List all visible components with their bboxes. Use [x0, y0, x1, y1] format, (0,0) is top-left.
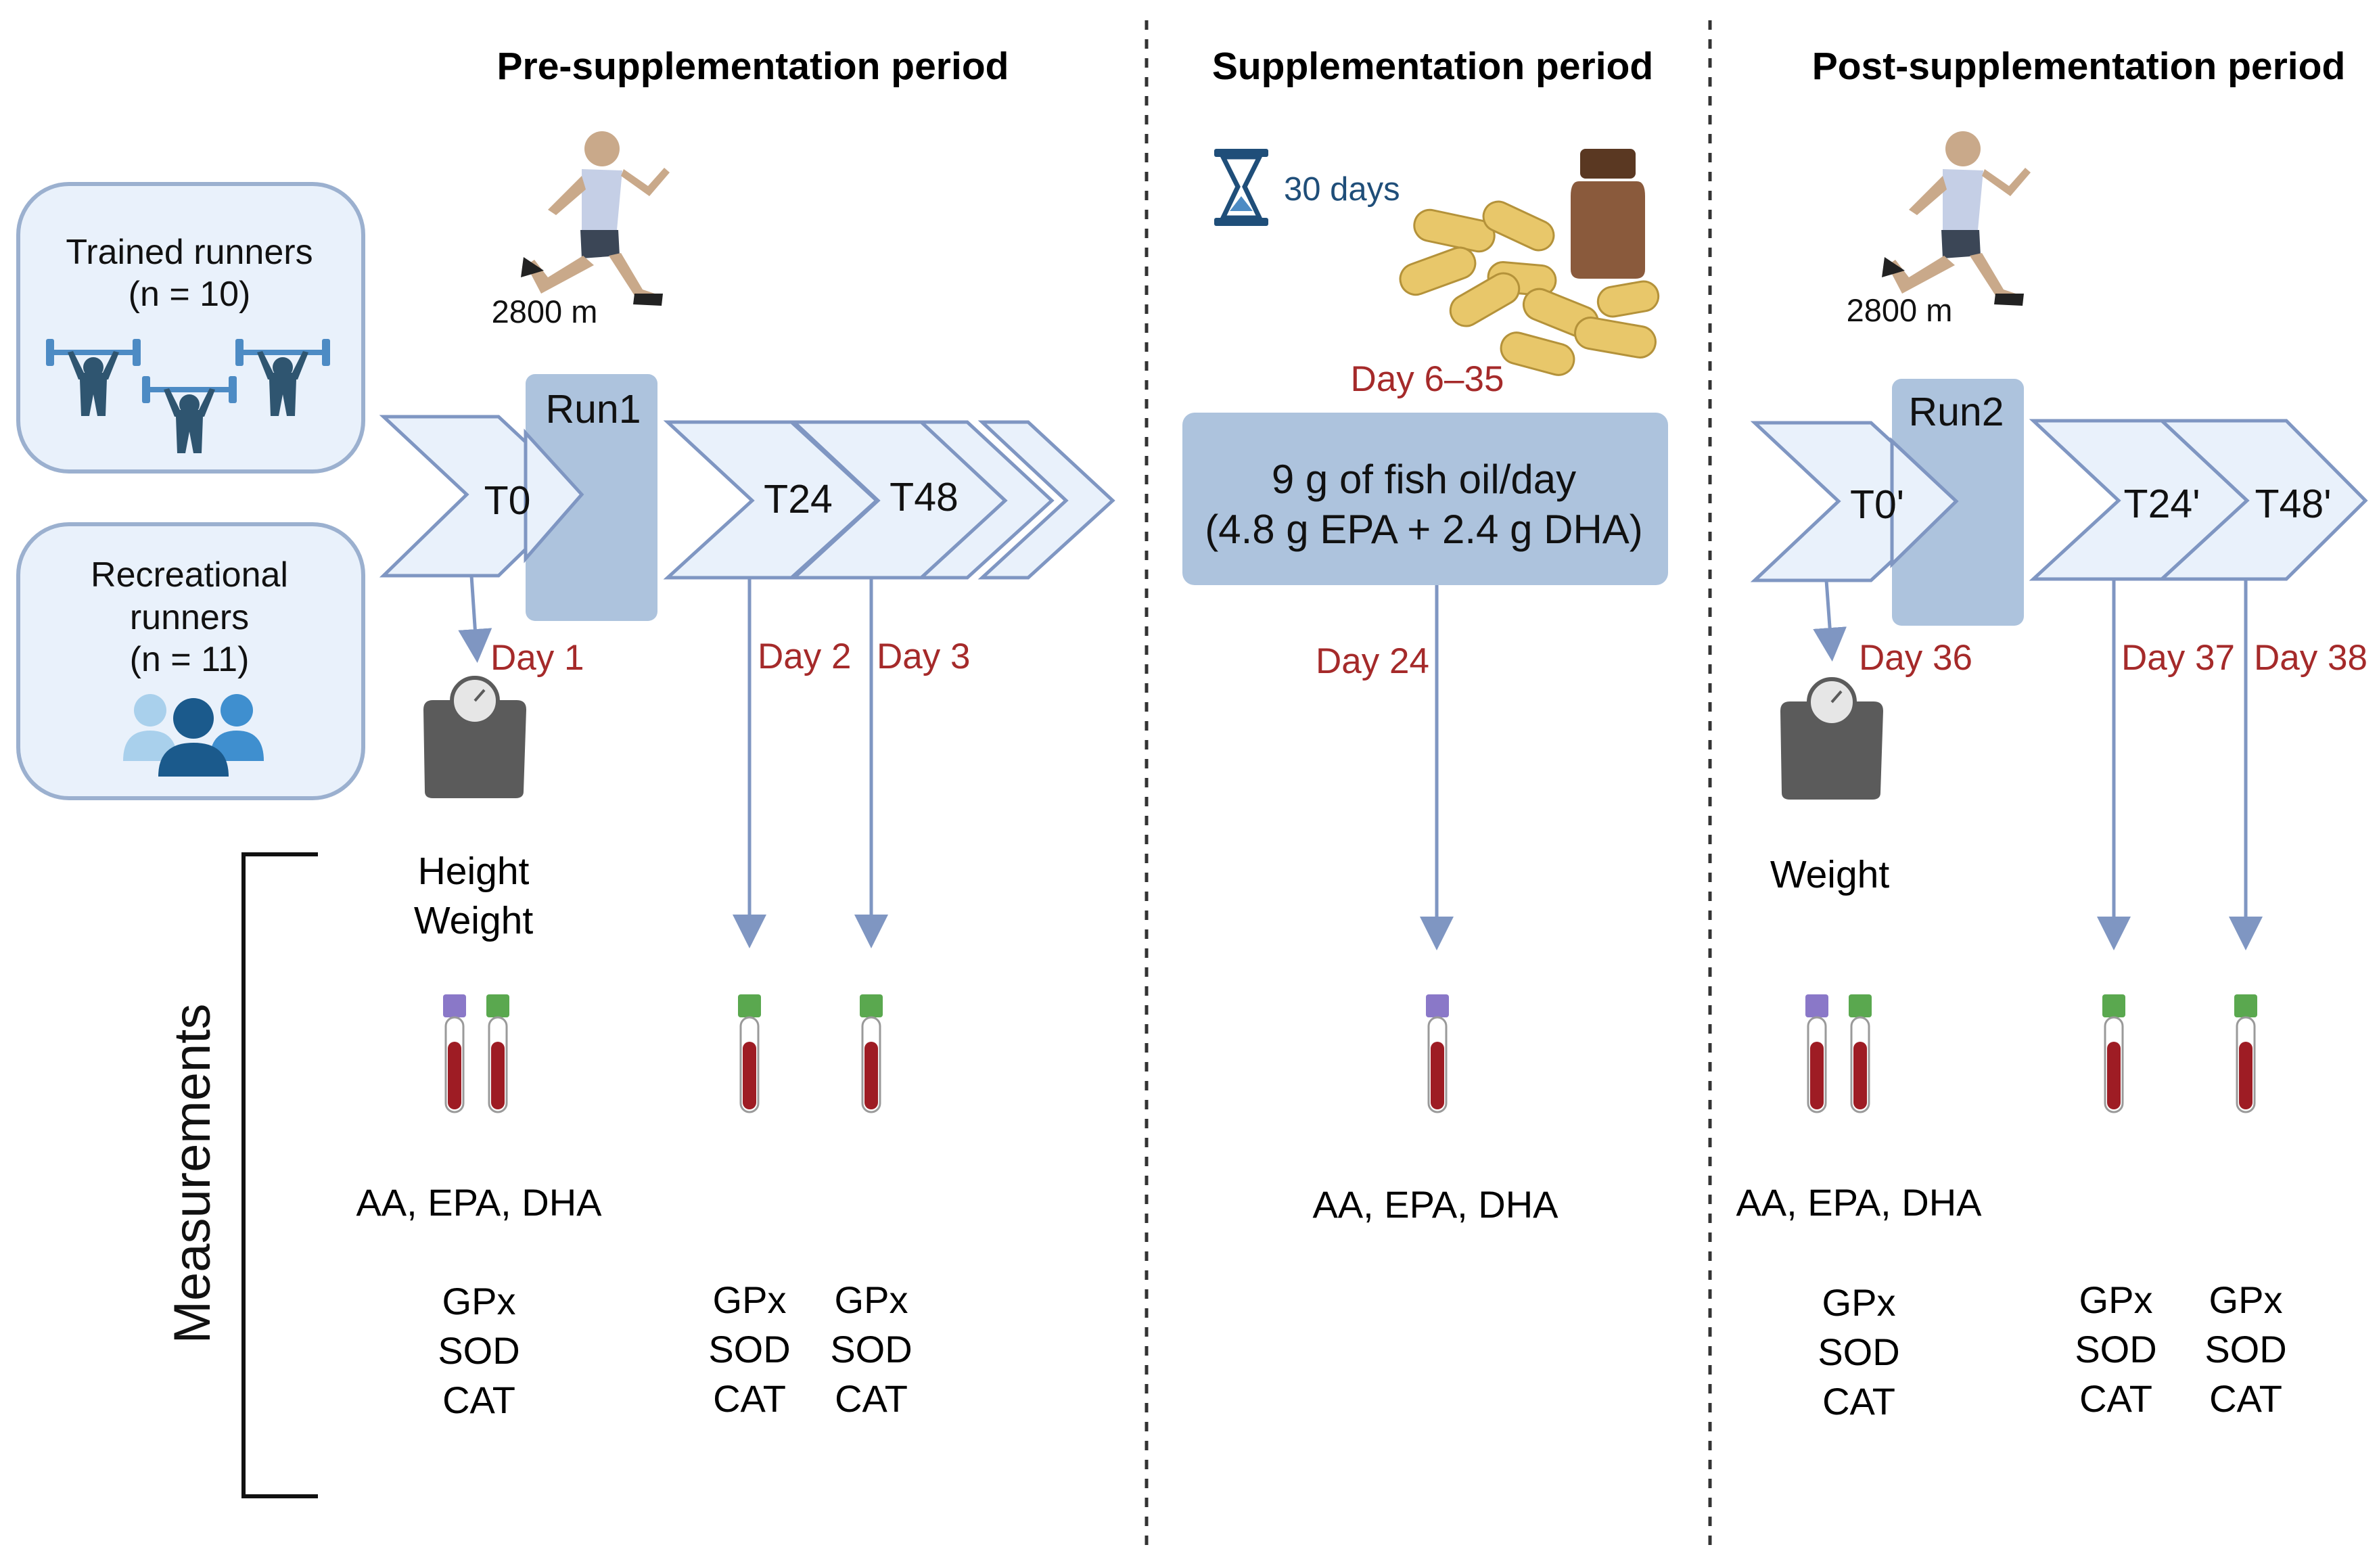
- group-trained-count: (n = 10): [129, 275, 251, 314]
- period-heading-post: Post-supplementation period: [1812, 45, 2346, 88]
- ox-gpx-t0: GPx: [442, 1280, 516, 1322]
- runner-icon-pre: [521, 131, 670, 306]
- timepoint-t0: T0: [484, 478, 531, 523]
- ox-gpx-t0-post: GPx: [1822, 1281, 1896, 1324]
- ox-sod-t48-post: SOD: [2204, 1328, 2286, 1370]
- run2-box: [1892, 379, 2024, 626]
- group-trained-label: Trained runners: [66, 233, 313, 272]
- fatty-acids-supp: AA, EPA, DHA: [1312, 1183, 1558, 1226]
- chevron-t0-tip: [524, 428, 584, 563]
- ox-cat-t48-post: CAT: [2209, 1377, 2282, 1420]
- blood-tube-purple-cap-icon: [1805, 994, 1828, 1113]
- blood-tube-green-cap-icon: [2102, 994, 2125, 1113]
- arrow-day36: [1813, 580, 1847, 662]
- hourglass-icon: [1214, 149, 1268, 226]
- group-recreational-label-2: runners: [130, 598, 249, 637]
- ox-sod-t24-post: SOD: [2075, 1328, 2156, 1370]
- period-heading-pre: Pre-supplementation period: [497, 45, 1009, 88]
- distance-label-post: 2800 m: [1847, 292, 1953, 328]
- distance-label-pre: 2800 m: [492, 294, 598, 329]
- timepoint-t48-post: T48': [2255, 482, 2332, 526]
- blood-tube-green-cap-icon: [738, 994, 761, 1113]
- day-label-2: Day 2: [758, 637, 851, 676]
- day-label-3: Day 3: [877, 637, 970, 676]
- ox-gpx-t48-post: GPx: [2209, 1278, 2283, 1321]
- blood-tube-green-cap-icon: [1849, 994, 1872, 1113]
- timepoint-t0-post: T0': [1850, 482, 1904, 527]
- ox-gpx-t48: GPx: [835, 1278, 908, 1321]
- weight-scale-icon-pre: [423, 676, 526, 798]
- ox-sod-t0-post: SOD: [1818, 1331, 1899, 1373]
- chevron-trail-2: [977, 420, 1115, 580]
- duration-label: 30 days: [1284, 171, 1400, 208]
- day-label-36: Day 36: [1859, 638, 1972, 678]
- run1-label: Run1: [545, 387, 641, 432]
- fish-oil-capsules-icon: [1399, 200, 1660, 376]
- measure-weight-pre: Weight: [414, 899, 534, 942]
- timepoint-t24-post: T24': [2124, 482, 2200, 526]
- measurements-bracket: [241, 852, 318, 1498]
- chevron-t48-post: [2157, 419, 2368, 581]
- fatty-acids-pre: AA, EPA, DHA: [356, 1181, 602, 1224]
- ox-gpx-t24: GPx: [713, 1278, 787, 1321]
- measure-height: Height: [418, 850, 530, 893]
- blood-tubes: [443, 994, 2257, 1113]
- blood-tube-green-cap-icon: [860, 994, 883, 1113]
- run2-label: Run2: [1908, 390, 2004, 434]
- blood-tube-purple-cap-icon: [1426, 994, 1449, 1113]
- dose-line-2: (4.8 g EPA + 2.4 g DHA): [1205, 507, 1643, 552]
- chevron-trail-1: [917, 420, 1055, 580]
- day-label-24: Day 24: [1316, 641, 1429, 681]
- people-group-icon: [123, 694, 264, 777]
- run1-box: [526, 374, 657, 621]
- measure-weight-post: Weight: [1770, 853, 1890, 896]
- timepoint-t48: T48: [890, 475, 958, 520]
- blood-tube-purple-cap-icon: [443, 994, 466, 1113]
- runner-icon-post: [1882, 131, 2031, 306]
- supplementation-days: Day 6–35: [1351, 359, 1504, 399]
- ox-sod-t24: SOD: [708, 1328, 790, 1370]
- ox-cat-t48: CAT: [835, 1377, 908, 1420]
- group-box-recreational: [16, 522, 365, 800]
- blood-tube-green-cap-icon: [2234, 994, 2257, 1113]
- fatty-acids-post: AA, EPA, DHA: [1736, 1181, 1982, 1224]
- ox-cat-t24: CAT: [713, 1377, 786, 1420]
- dose-box: [1182, 413, 1668, 585]
- ox-cat-t0-post: CAT: [1822, 1380, 1895, 1423]
- ox-sod-t0: SOD: [438, 1329, 519, 1372]
- weight-scale-icon-post: [1780, 677, 1883, 800]
- timepoint-t24: T24: [764, 477, 833, 522]
- group-recreational-count: (n = 11): [130, 640, 250, 679]
- day-label-38: Day 38: [2254, 638, 2368, 678]
- arrow-day1: [458, 575, 492, 663]
- ox-sod-t48: SOD: [830, 1328, 912, 1370]
- ox-cat-t0: CAT: [442, 1379, 515, 1421]
- group-recreational-label: Recreational: [91, 555, 288, 595]
- day-label-37: Day 37: [2121, 638, 2235, 678]
- supplement-bottle-icon: [1571, 149, 1645, 279]
- weightlifter-icon: [46, 339, 330, 453]
- day-label-1: Day 1: [490, 638, 584, 678]
- chevron-t0-post-tip: [1890, 437, 1959, 568]
- period-heading-supp: Supplementation period: [1212, 45, 1653, 88]
- ox-gpx-t24-post: GPx: [2079, 1278, 2153, 1321]
- blood-tube-green-cap-icon: [486, 994, 509, 1113]
- chevron-t24: [663, 420, 879, 580]
- ox-cat-t24-post: CAT: [2079, 1377, 2152, 1420]
- dose-line-1: 9 g of fish oil/day: [1272, 457, 1576, 502]
- measurements-label: Measurements: [164, 1004, 221, 1344]
